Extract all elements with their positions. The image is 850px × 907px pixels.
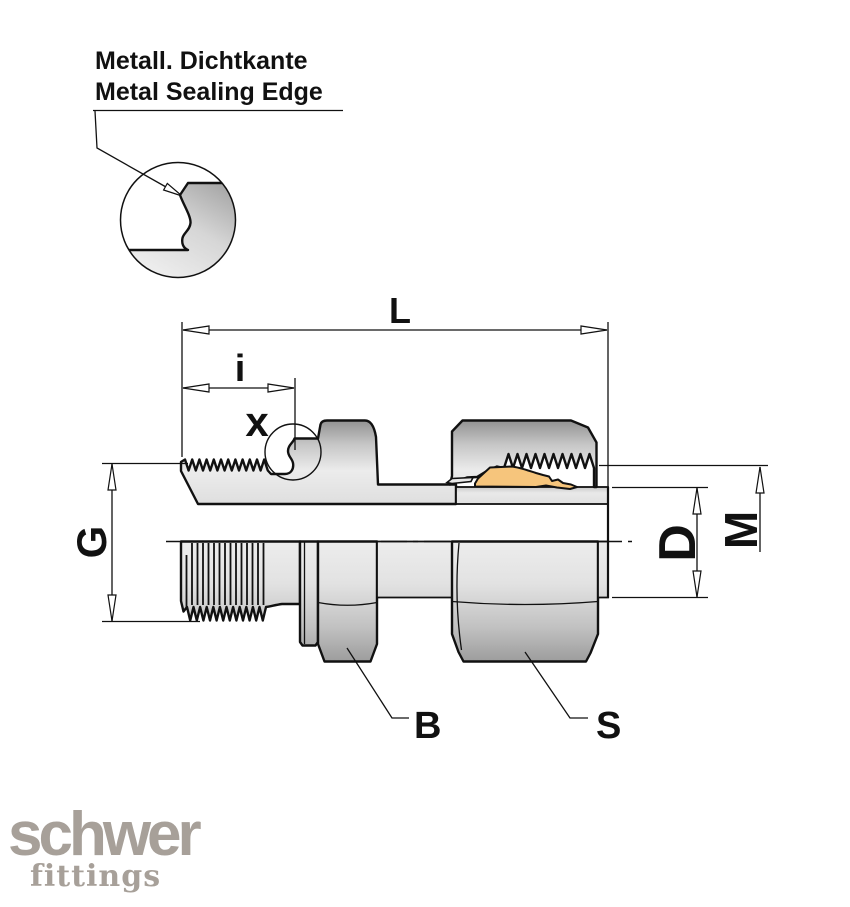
external-view-lower [179, 487, 610, 663]
callout-title-en: Metal Sealing Edge [95, 78, 323, 106]
dim-label-i: i [235, 348, 246, 390]
dim-G-arrow-top-icon [107, 463, 117, 491]
dim-label-M: M [715, 511, 767, 549]
body-hex-external [316, 540, 379, 663]
section-view-upper [179, 419, 609, 506]
leader-S [524, 651, 588, 719]
sealing-edge-detail-view [120, 181, 236, 278]
neck-external [376, 540, 453, 599]
dim-M-arrow-icon [755, 466, 765, 494]
dim-label-x: x [245, 398, 269, 445]
sealing-edge-callout: Metall. Dichtkante Metal Sealing Edge [93, 47, 343, 279]
dim-i-arrow-left-icon [182, 383, 210, 393]
nut-shoulder-edge [445, 476, 475, 485]
logo-wordmark: schwer [8, 800, 202, 869]
dim-i-arrow-right-icon [267, 383, 295, 393]
logo: schwer fittings [8, 800, 202, 894]
dim-L-arrow-right-icon [580, 325, 608, 335]
dim-D-arrow-top-icon [692, 487, 702, 515]
thread-hatching [185, 543, 265, 608]
tube-external [597, 540, 609, 599]
cutting-ring [474, 465, 578, 490]
dim-G-arrow-bottom-icon [107, 594, 117, 622]
tube-section [455, 486, 609, 505]
detail-circle [119, 161, 237, 279]
dim-label-G: G [68, 526, 115, 559]
callout-arrowhead-icon [162, 182, 183, 197]
logo-tagline: fittings [30, 859, 162, 894]
nut-facet-line [451, 600, 599, 606]
dimensions: L i x G D M B S [68, 290, 768, 747]
sealing-edge-marker-circle [264, 423, 322, 481]
dim-L-arrow-left-icon [182, 325, 210, 335]
callout-title-de: Metall. Dichtkante [95, 47, 308, 75]
dim-label-L: L [389, 290, 411, 331]
stud-thread-external [179, 540, 302, 622]
dim-L-lines [181, 322, 609, 487]
callout-leader-line [94, 110, 167, 188]
dim-D-arrow-bottom-icon [692, 570, 702, 598]
sealing-edge-profile [120, 181, 236, 278]
dim-label-S: S [596, 705, 621, 747]
nut-hex-external [450, 540, 600, 663]
leader-B [346, 647, 409, 719]
dim-label-B: B [414, 705, 441, 747]
dim-label-D: D [649, 524, 707, 562]
nut-corner-line [456, 542, 463, 651]
body-hex-facet-line [317, 601, 378, 606]
collar-external [298, 540, 320, 647]
